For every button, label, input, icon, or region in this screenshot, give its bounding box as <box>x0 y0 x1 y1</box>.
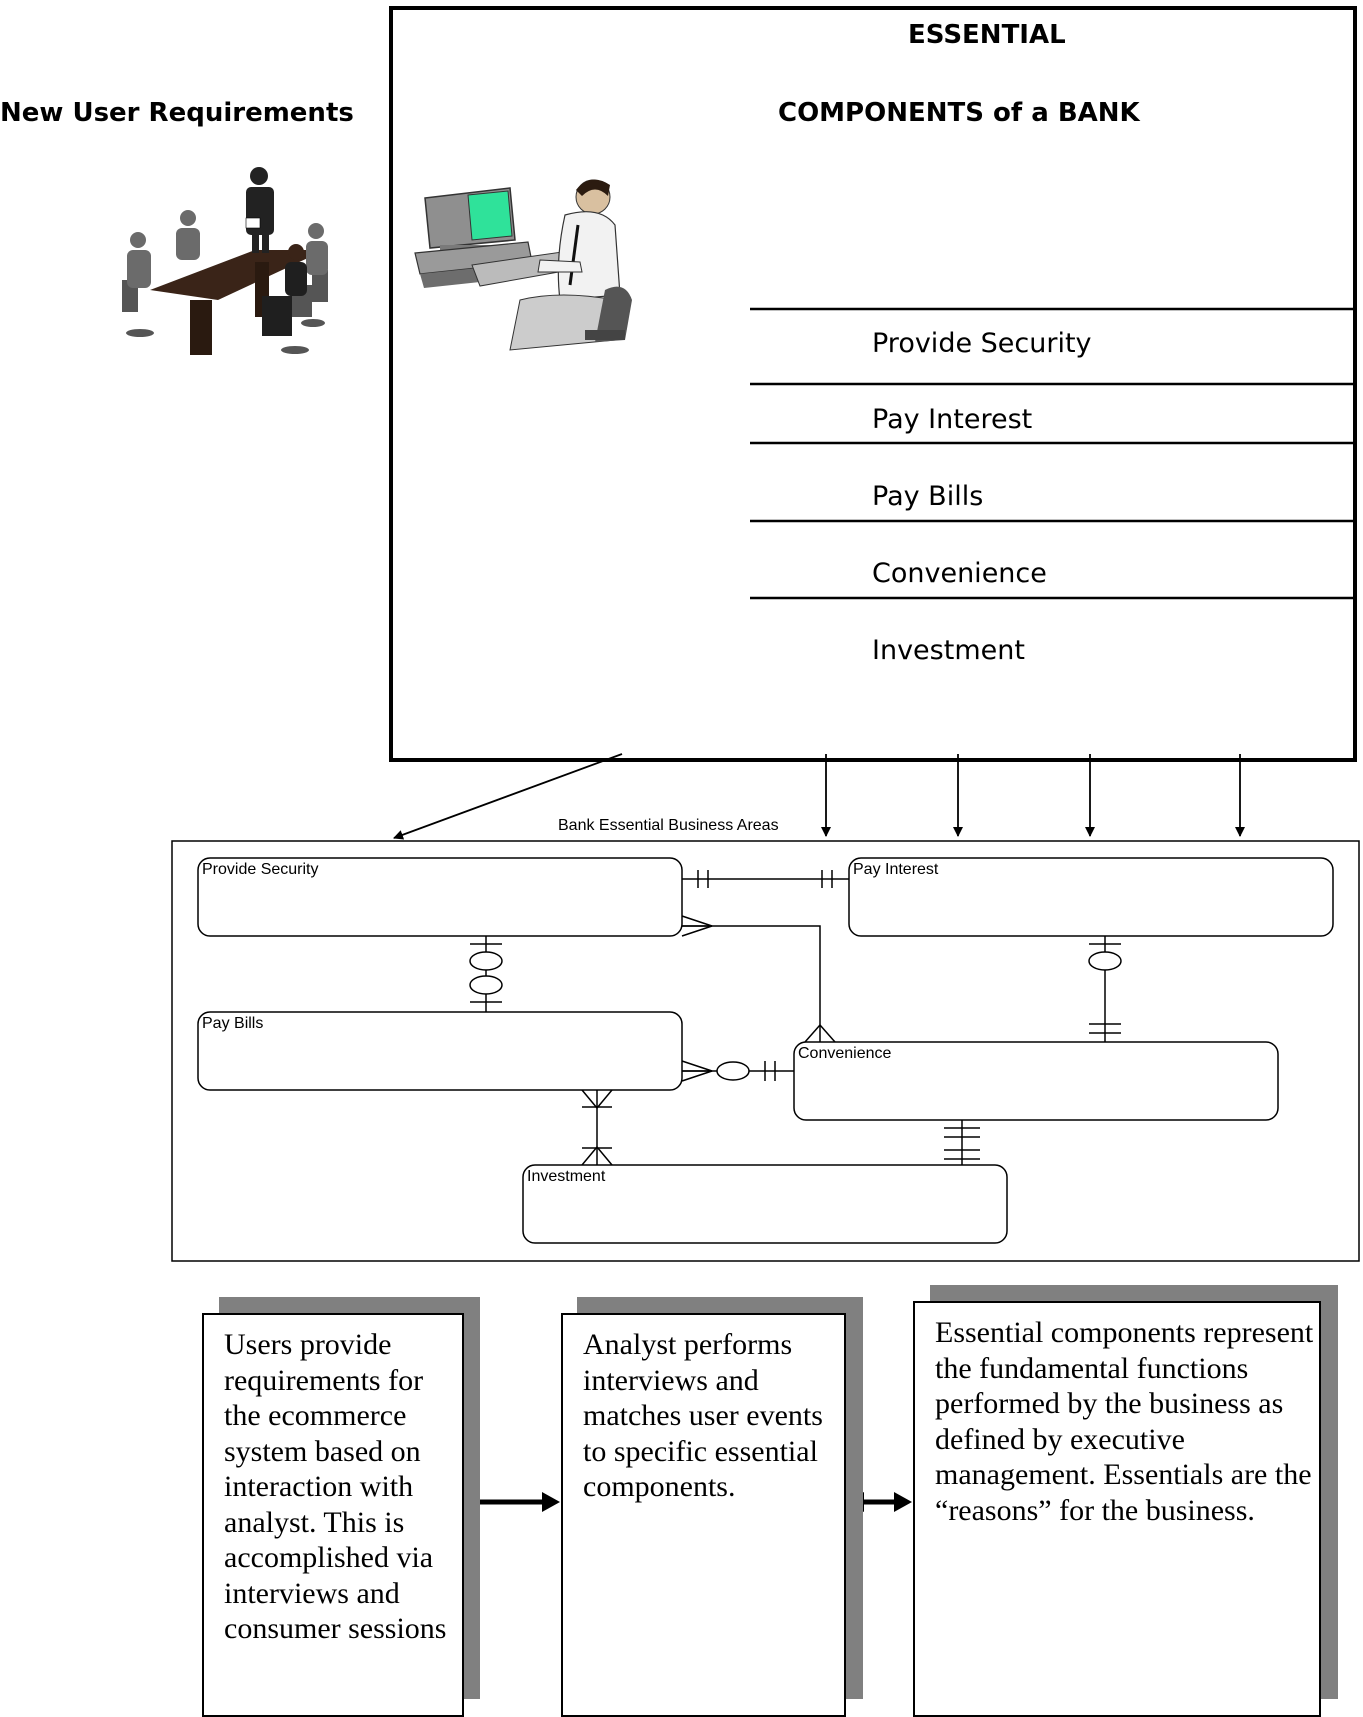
note-box-essentials: Essential components represent the funda… <box>913 1301 1321 1717</box>
flow-arrows <box>393 753 1245 840</box>
main-title-line1: ESSENTIAL <box>908 20 1066 50</box>
note-text: Users provide requirements for the ecomm… <box>224 1328 447 1645</box>
component-item: Investment <box>872 635 1025 666</box>
component-item: Pay Bills <box>872 481 984 512</box>
entity-label: Pay Bills <box>202 1015 264 1032</box>
component-separators <box>750 307 1353 600</box>
main-title-line2: COMPONENTS of a BANK <box>778 98 1140 128</box>
note-box-analyst: Analyst performs interviews and matches … <box>561 1313 846 1717</box>
component-item: Pay Interest <box>872 404 1033 435</box>
entity-label: Convenience <box>798 1045 892 1062</box>
entity-label: Pay Interest <box>853 861 939 878</box>
erd-frame <box>171 840 1360 1262</box>
entity-label: Investment <box>527 1168 606 1185</box>
entity-convenience <box>793 1041 1279 1121</box>
entity-pay-bills <box>197 1011 683 1091</box>
note-text: Analyst performs interviews and matches … <box>583 1328 823 1503</box>
entity-provide-security <box>197 857 683 937</box>
erd-relationships <box>469 870 1122 1166</box>
computer-user-clipart-icon <box>414 179 632 351</box>
essential-components-box <box>389 6 1357 762</box>
component-item: Provide Security <box>872 328 1092 359</box>
entity-investment <box>522 1164 1008 1244</box>
erd-caption: Bank Essential Business Areas <box>558 817 779 834</box>
left-heading: New User Requirements <box>0 98 354 128</box>
note-text: Essential components represent the funda… <box>935 1316 1314 1527</box>
component-item: Convenience <box>872 558 1047 589</box>
entity-label: Provide Security <box>202 861 319 878</box>
entity-pay-interest <box>848 857 1334 937</box>
note-box-users: Users provide requirements for the ecomm… <box>202 1313 464 1717</box>
meeting-clipart-icon <box>122 167 328 355</box>
